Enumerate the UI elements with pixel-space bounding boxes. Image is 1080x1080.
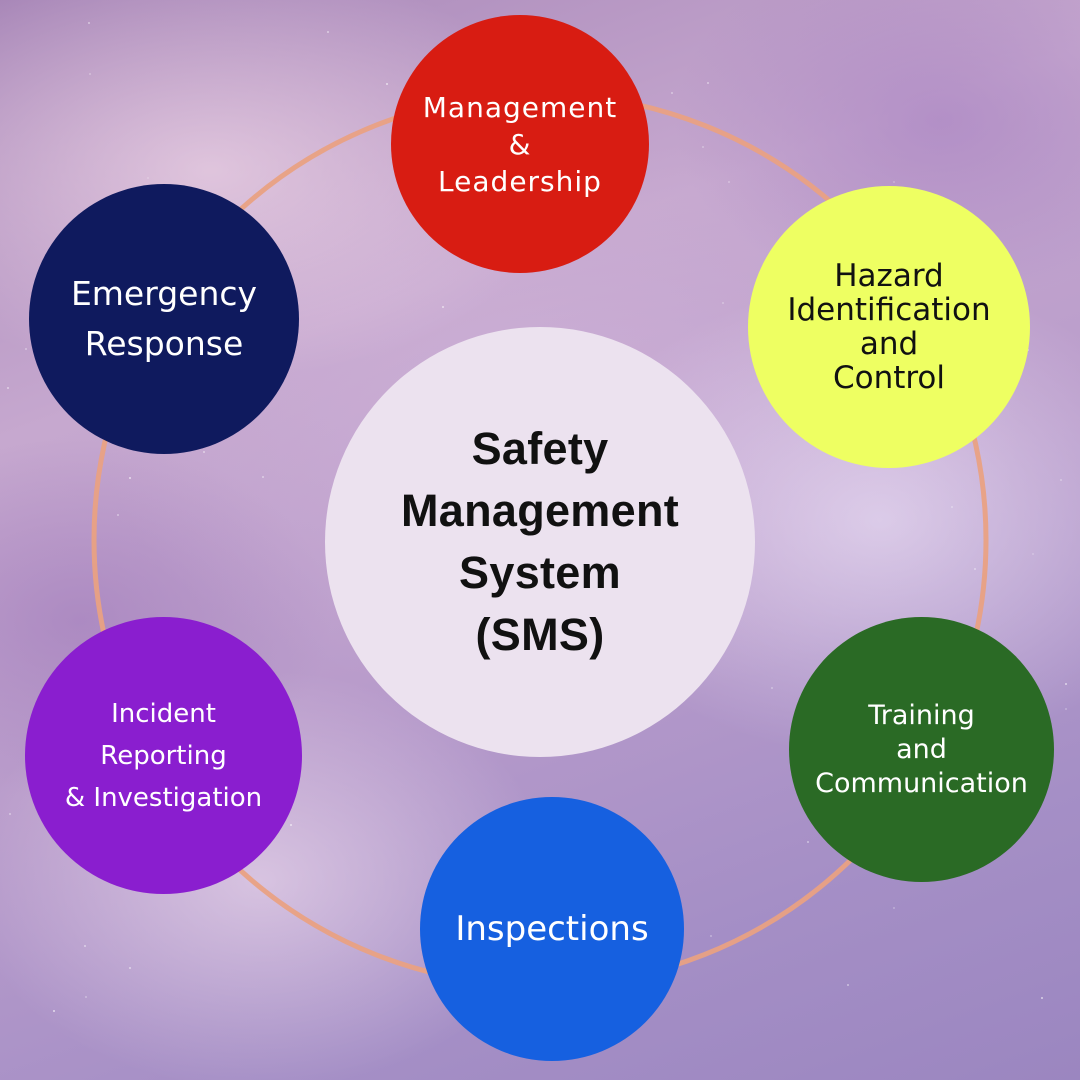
center-sms-label: Safety Management System (SMS) — [400, 423, 680, 660]
star-dot — [807, 841, 809, 843]
star-dot — [262, 476, 264, 478]
star-dot — [1060, 479, 1062, 481]
star-dot — [771, 687, 773, 689]
emergency-response-circle: Emergency Response — [29, 184, 299, 454]
star-dot — [951, 506, 953, 508]
star-dot — [117, 514, 119, 516]
star-dot — [974, 568, 976, 570]
star-dot — [1041, 997, 1043, 999]
center-sms-circle: Safety Management System (SMS) — [325, 327, 755, 757]
star-dot — [85, 996, 87, 998]
inspections-circle: Inspections — [420, 797, 684, 1061]
incident-reporting-circle: Incident Reporting & Investigation — [25, 617, 302, 894]
star-dot — [25, 348, 27, 350]
management-leadership-label: Management & Leadership — [422, 90, 618, 198]
star-dot — [893, 907, 895, 909]
star-dot — [1065, 683, 1067, 685]
star-dot — [89, 73, 91, 75]
star-dot — [203, 451, 205, 453]
star-dot — [290, 824, 292, 826]
star-dot — [728, 181, 730, 183]
star-dot — [88, 22, 90, 24]
emergency-response-label: Emergency Response — [70, 274, 258, 363]
hazard-identification-circle: Hazard Identification and Control — [748, 186, 1030, 468]
inspections-label: Inspections — [455, 909, 649, 949]
star-dot — [710, 935, 712, 937]
training-communication-circle: Training and Communication — [789, 617, 1054, 882]
star-dot — [9, 813, 11, 815]
star-dot — [893, 181, 895, 183]
star-dot — [671, 92, 673, 94]
star-dot — [442, 306, 444, 308]
incident-reporting-label: Incident Reporting & Investigation — [64, 698, 263, 813]
star-dot — [702, 146, 704, 148]
management-leadership-circle: Management & Leadership — [391, 15, 649, 273]
star-dot — [722, 302, 724, 304]
star-dot — [7, 387, 9, 389]
star-dot — [129, 477, 131, 479]
star-dot — [327, 31, 329, 33]
star-dot — [129, 967, 131, 969]
star-dot — [386, 83, 388, 85]
star-dot — [84, 945, 86, 947]
star-dot — [53, 1010, 55, 1012]
star-dot — [1065, 708, 1067, 710]
star-dot — [707, 82, 709, 84]
star-dot — [1032, 553, 1034, 555]
hazard-identification-label: Hazard Identification and Control — [787, 258, 991, 396]
training-communication-label: Training and Communication — [815, 699, 1028, 799]
star-dot — [147, 177, 149, 179]
star-dot — [847, 984, 849, 986]
